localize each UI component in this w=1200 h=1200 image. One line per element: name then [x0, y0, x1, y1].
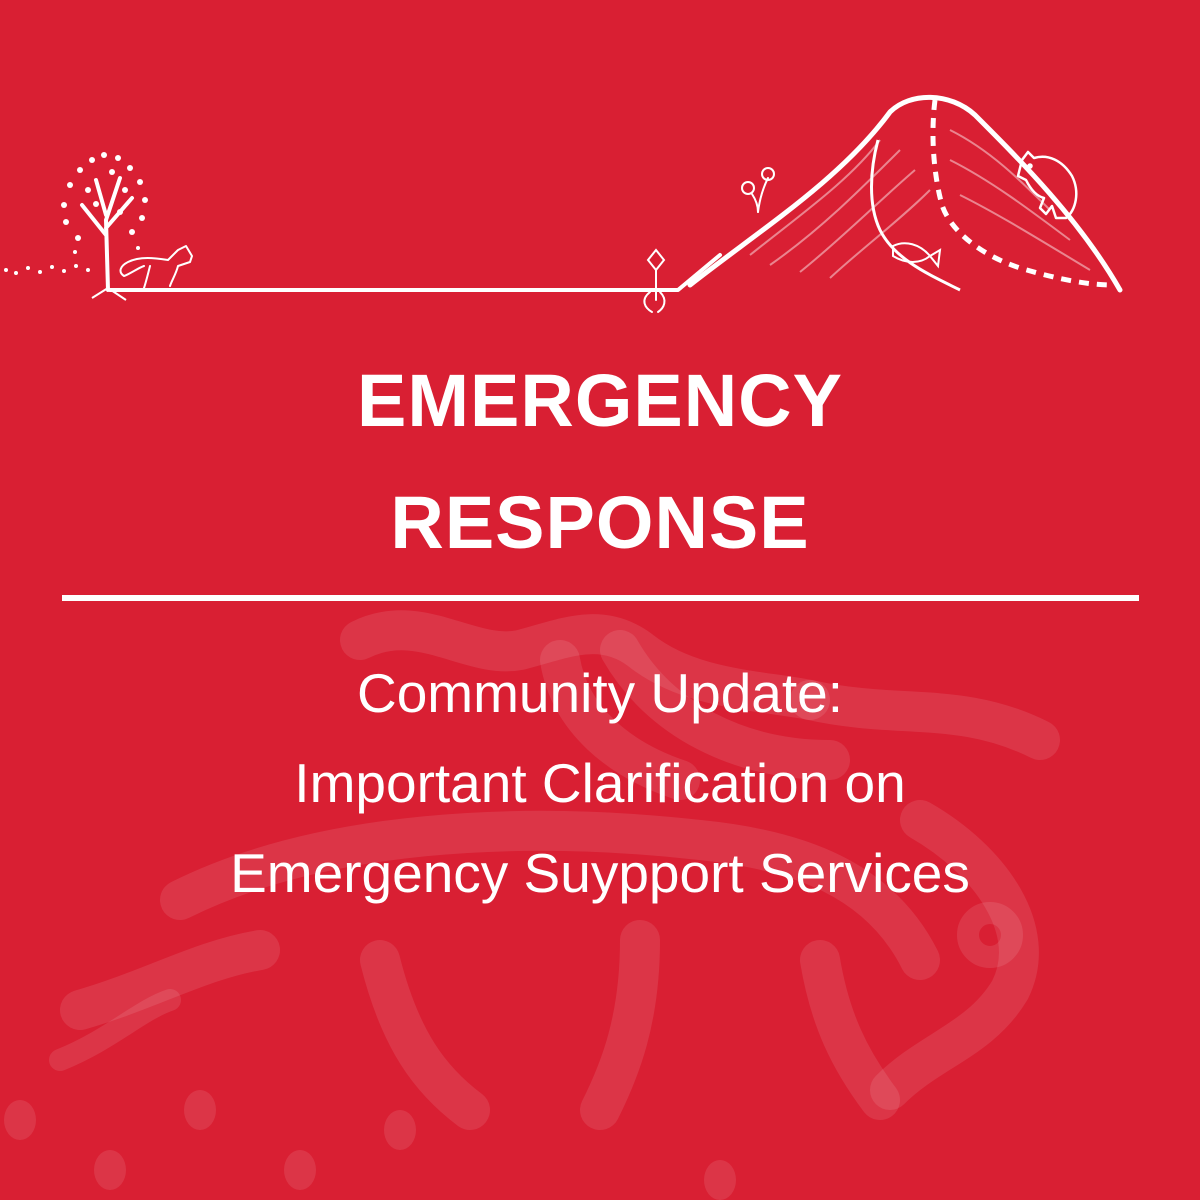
subhead-line-2: Important Clarification on: [294, 752, 906, 814]
subhead-line-1: Community Update:: [356, 662, 844, 724]
paw-print-icon: [4, 1090, 736, 1200]
headline: EMERGENCY RESPONSE: [0, 340, 1200, 584]
headline-line-1: EMERGENCY: [357, 359, 843, 442]
divider-rule: [62, 595, 1139, 601]
mountain-icon: [749, 129, 1091, 279]
subheadline: Community Update: Important Clarificatio…: [0, 648, 1200, 918]
tree-icon: [61, 152, 148, 301]
fox-icon: [119, 245, 193, 289]
subhead-line-3: Emergency Suypport Services: [230, 842, 970, 904]
animal-tracks-icon: [4, 264, 90, 275]
fish-icon: [892, 242, 942, 269]
bear-icon: [1016, 150, 1078, 220]
flower-icon: [643, 248, 666, 313]
thistle-icon: [741, 167, 775, 213]
headline-line-2: RESPONSE: [390, 481, 810, 564]
